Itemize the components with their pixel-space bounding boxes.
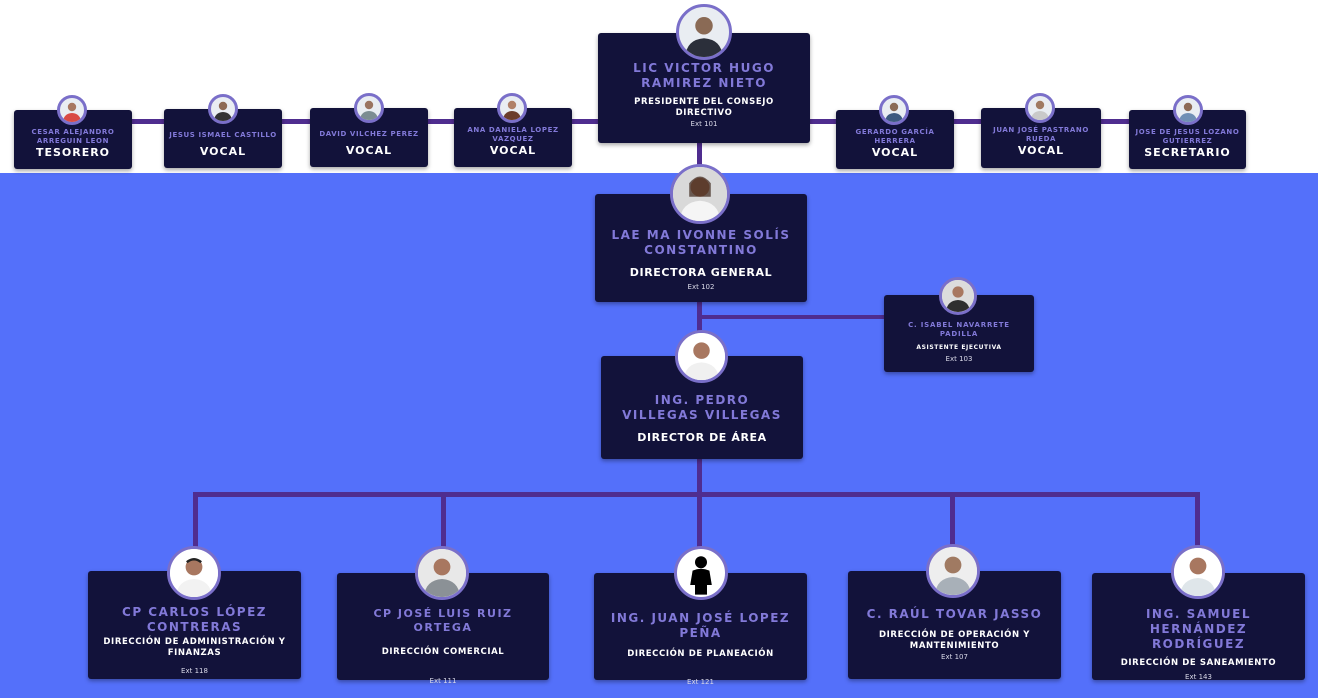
assistant-role: ASISTENTE EJECUTIVA [916,343,1002,351]
department-head-photo-icon [1171,545,1225,599]
board-member-role: TESORERO [35,146,111,159]
department-drop-line [441,492,446,574]
board-member-photo-icon [879,95,909,125]
department-head-name: CP CARLOS LÓPEZ CONTRERAS [122,605,267,634]
department-drop-line [193,492,198,572]
assistant-ext: Ext 103 [945,355,973,363]
president-photo-icon [676,4,732,60]
assistant-photo-icon [939,277,977,315]
area-director-role: DIRECTOR DE ÁREA [637,431,767,444]
board-member-role: VOCAL [1017,144,1065,157]
director-general-role: DIRECTORA GENERAL [629,266,773,279]
board-member-role: VOCAL [871,146,919,159]
director-general-photo-icon [670,164,730,224]
board-member-photo-icon [497,93,527,123]
department-head-name: CP JOSÉ LUIS RUIZ ORTEGA [373,607,513,634]
board-member-name: JESUS ISMAEL CASTILLO [169,131,277,140]
board-member-role: VOCAL [489,144,537,157]
department-ext: Ext 118 [181,667,208,676]
board-member-photo-icon [1173,95,1203,125]
director-general-ext: Ext 102 [687,282,715,291]
assistant-name: C. ISABEL NAVARRETE PADILLA [908,321,1010,338]
board-member-photo-icon [208,94,238,124]
assistant-branch-line [699,315,971,319]
department-name: DIRECCIÓN DE OPERACIÓN Y MANTENIMIENTO [879,630,1030,651]
board-member-name: JUAN JOSÉ PASTRANO RUEDA [993,125,1089,143]
departments-bus-line [193,492,1200,497]
department-name: DIRECCIÓN DE PLANEACIÓN [627,649,774,659]
president-ext: Ext 101 [690,120,718,129]
board-member-role: VOCAL [345,144,393,157]
president-card[interactable]: LIC VICTOR HUGO RAMIREZ NIETO PRESIDENTE… [598,33,810,143]
board-member-role: SECRETARIO [1144,146,1231,159]
department-drop-line [950,492,955,572]
board-member-role: VOCAL [199,145,247,158]
department-name: DIRECCIÓN COMERCIAL [381,646,505,657]
area-director-name: ING. PEDRO VILLEGAS VILLEGAS [622,393,782,422]
board-member-name: ANA DANIELA LOPEZ VAZQUEZ [467,125,559,143]
department-head-name: ING. JUAN JOSÉ LOPEZ PEÑA [610,611,791,640]
president-role: PRESIDENTE DEL CONSEJO DIRECTIVO [634,97,774,118]
board-member-photo-icon [57,95,87,125]
board-member-name: GERARDO GARCÍA HERRERA [855,127,935,145]
director-general-name: LAE MA IVONNE SOLÍS CONSTANTINO [611,228,791,257]
president-name: LIC VICTOR HUGO RAMIREZ NIETO [633,61,775,90]
department-head-name: ING. SAMUEL HERNÁNDEZ RODRÍGUEZ [1145,607,1252,651]
department-ext: Ext 111 [429,677,457,686]
board-member-photo-icon [1025,93,1055,123]
department-drop-line [1195,492,1200,574]
department-drop-line [697,492,702,574]
department-head-photo-icon [167,546,221,600]
board-member-photo-icon [354,93,384,123]
department-ext: Ext 121 [687,677,714,686]
board-member-name: DAVID VILCHEZ PEREZ [319,130,419,139]
area-director-photo-icon [675,330,728,383]
department-card[interactable]: ING. SAMUEL HERNÁNDEZ RODRÍGUEZ DIRECCIÓ… [1092,573,1305,681]
department-name: DIRECCIÓN DE SANEAMIENTO [1120,658,1277,668]
department-ext: Ext 143 [1185,672,1212,681]
board-member-card[interactable]: JOSE DE JESUS LOZANO GUTIERREZ SECRETARI… [1129,110,1246,169]
department-head-name: C. RAÚL TOVAR JASSO [866,607,1043,621]
area-to-departments-line [697,459,702,495]
department-head-photo-icon [926,544,980,598]
person-silhouette-icon [674,546,728,600]
department-ext: Ext 107 [941,653,968,662]
department-name: DIRECCIÓN DE ADMINISTRACIÓN Y FINANZAS [103,637,286,658]
board-member-name: JOSE DE JESUS LOZANO GUTIERREZ [1135,127,1240,145]
department-head-photo-icon [415,546,469,600]
board-member-name: CESAR ALEJANDRO ARREGUIN LEON [31,127,115,145]
